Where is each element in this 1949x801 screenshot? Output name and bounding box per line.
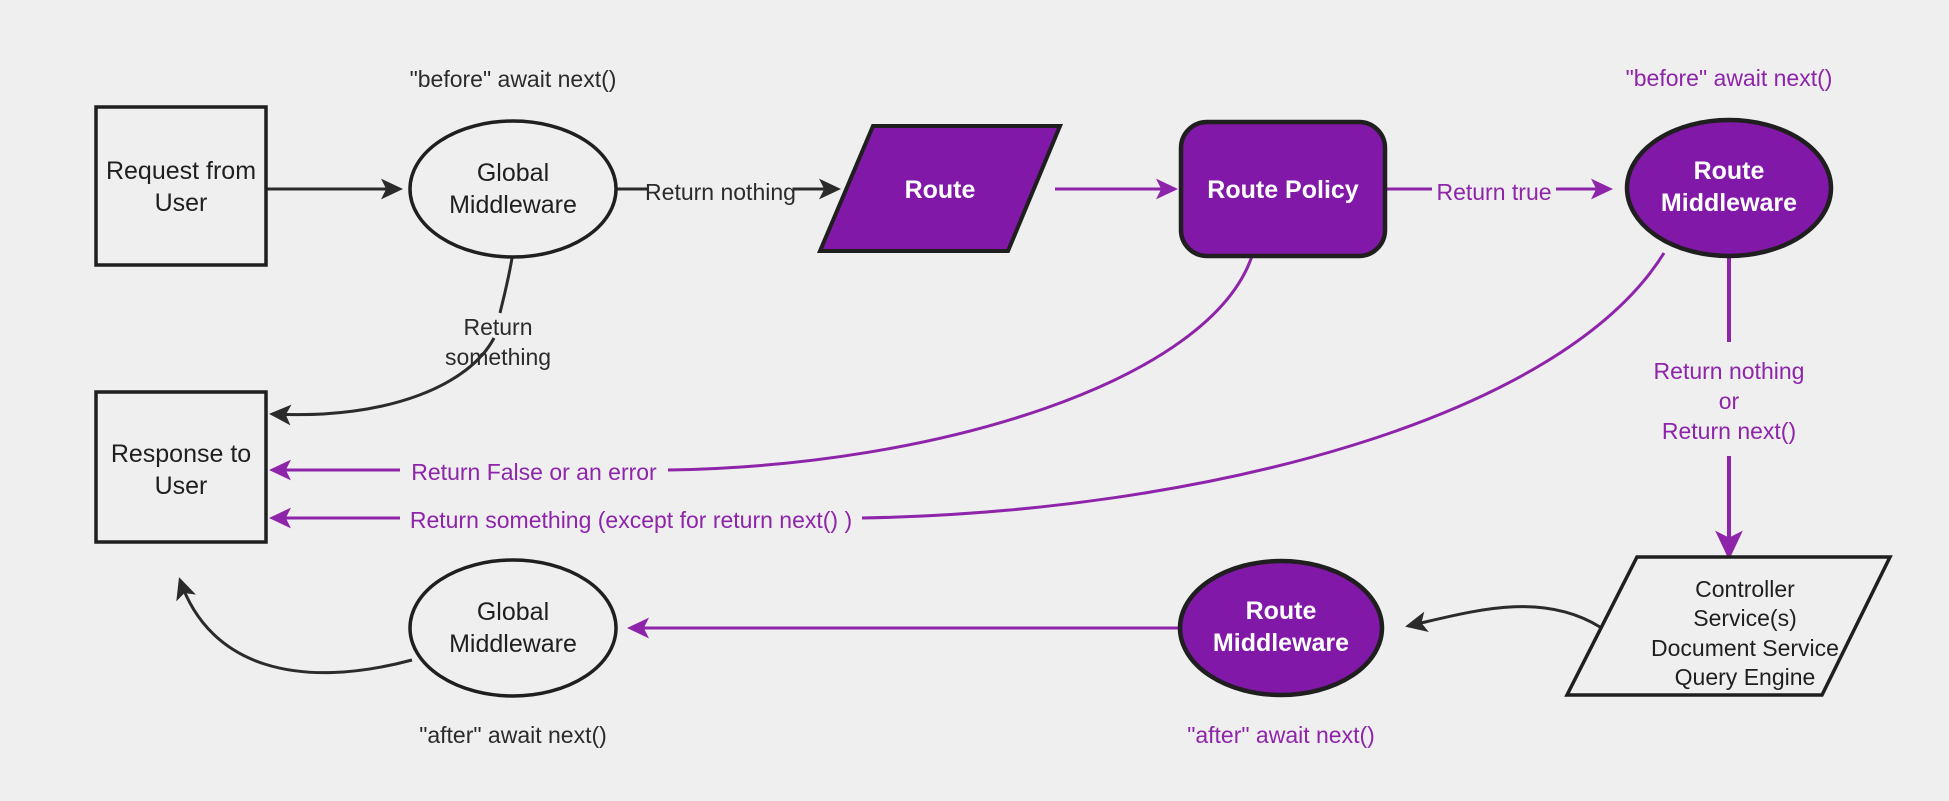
edge-layer bbox=[176, 178, 1743, 675]
node-controller[interactable] bbox=[1564, 555, 1893, 697]
node-request[interactable] bbox=[94, 105, 268, 267]
node-route-policy[interactable] bbox=[1178, 119, 1388, 259]
edge-policy-return-false-curve bbox=[667, 255, 1254, 472]
edge-routemw-return-something-curve bbox=[861, 252, 1666, 520]
edge-globalmw-to-response bbox=[176, 577, 413, 675]
edge-global-return-something-a bbox=[498, 257, 514, 314]
node-global-mw-bottom[interactable] bbox=[408, 558, 618, 698]
node-route[interactable] bbox=[816, 124, 1063, 253]
node-response[interactable] bbox=[94, 390, 268, 544]
edge-controller-to-routemw bbox=[1405, 605, 1601, 632]
node-layer bbox=[94, 105, 1893, 698]
node-global-mw-top[interactable] bbox=[408, 119, 618, 259]
node-route-mw-top[interactable] bbox=[1624, 117, 1834, 259]
edge-global-return-something-b bbox=[269, 337, 496, 426]
node-route-mw-bottom[interactable] bbox=[1177, 558, 1385, 698]
